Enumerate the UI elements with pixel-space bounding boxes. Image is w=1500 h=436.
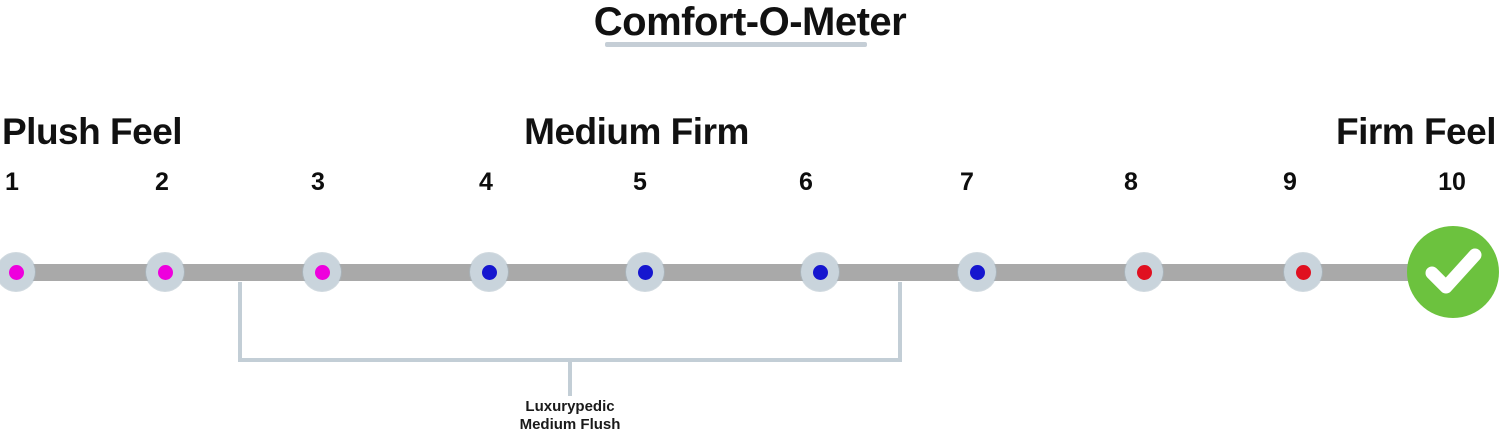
scale-tick-1: 1 [5, 168, 19, 196]
scale-dot-core-2 [157, 264, 173, 280]
scale-dot-3[interactable] [303, 253, 341, 291]
scale-tick-5: 5 [633, 168, 647, 196]
scale-dot-core-3 [314, 264, 330, 280]
title-underline [605, 42, 867, 47]
scale-dot-core-6 [812, 264, 828, 280]
scale-dot-1[interactable] [0, 253, 35, 291]
scale-tick-9: 9 [1283, 168, 1297, 196]
scale-dot-9[interactable] [1284, 253, 1322, 291]
scale-tick-2: 2 [155, 168, 169, 196]
zone-label-medium: Medium Firm [524, 111, 749, 152]
scale-tick-6: 6 [799, 168, 813, 196]
scale-tick-3: 3 [311, 168, 325, 196]
scale-dot-7[interactable] [958, 253, 996, 291]
scale-dot-4[interactable] [470, 253, 508, 291]
zone-label-firm: Firm Feel [1336, 111, 1497, 152]
scale-dot-6[interactable] [801, 253, 839, 291]
scale-dot-core-9 [1295, 264, 1311, 280]
scale-dot-core-5 [637, 264, 653, 280]
callout-caption: Luxurypedic Medium Flush [520, 398, 621, 434]
page-title: Comfort-O-Meter [593, 0, 907, 44]
scale-dot-core-7 [969, 264, 985, 280]
scale-dot-5[interactable] [626, 253, 664, 291]
scale-tick-8: 8 [1124, 168, 1138, 196]
check-badge [1407, 226, 1499, 318]
scale-tick-7: 7 [960, 168, 974, 196]
scale-dot-core-8 [1136, 264, 1152, 280]
scale-dot-8[interactable] [1125, 253, 1163, 291]
callout-caption-line1: Luxurypedic [525, 398, 615, 415]
scale-dot-core-1 [8, 264, 24, 280]
scale-tick-row: 1 2 3 4 5 6 7 8 9 10 [0, 168, 1500, 198]
callout-caption-line2: Medium Flush [519, 416, 621, 433]
scale-dot-2[interactable] [146, 253, 184, 291]
check-icon [1425, 248, 1482, 294]
scale-tick-10: 10 [1438, 168, 1466, 196]
zone-label-plush: Plush Feel [2, 111, 183, 152]
comfort-scale-track [0, 264, 1452, 281]
scale-dot-core-4 [481, 264, 497, 280]
scale-tick-4: 4 [479, 168, 493, 196]
